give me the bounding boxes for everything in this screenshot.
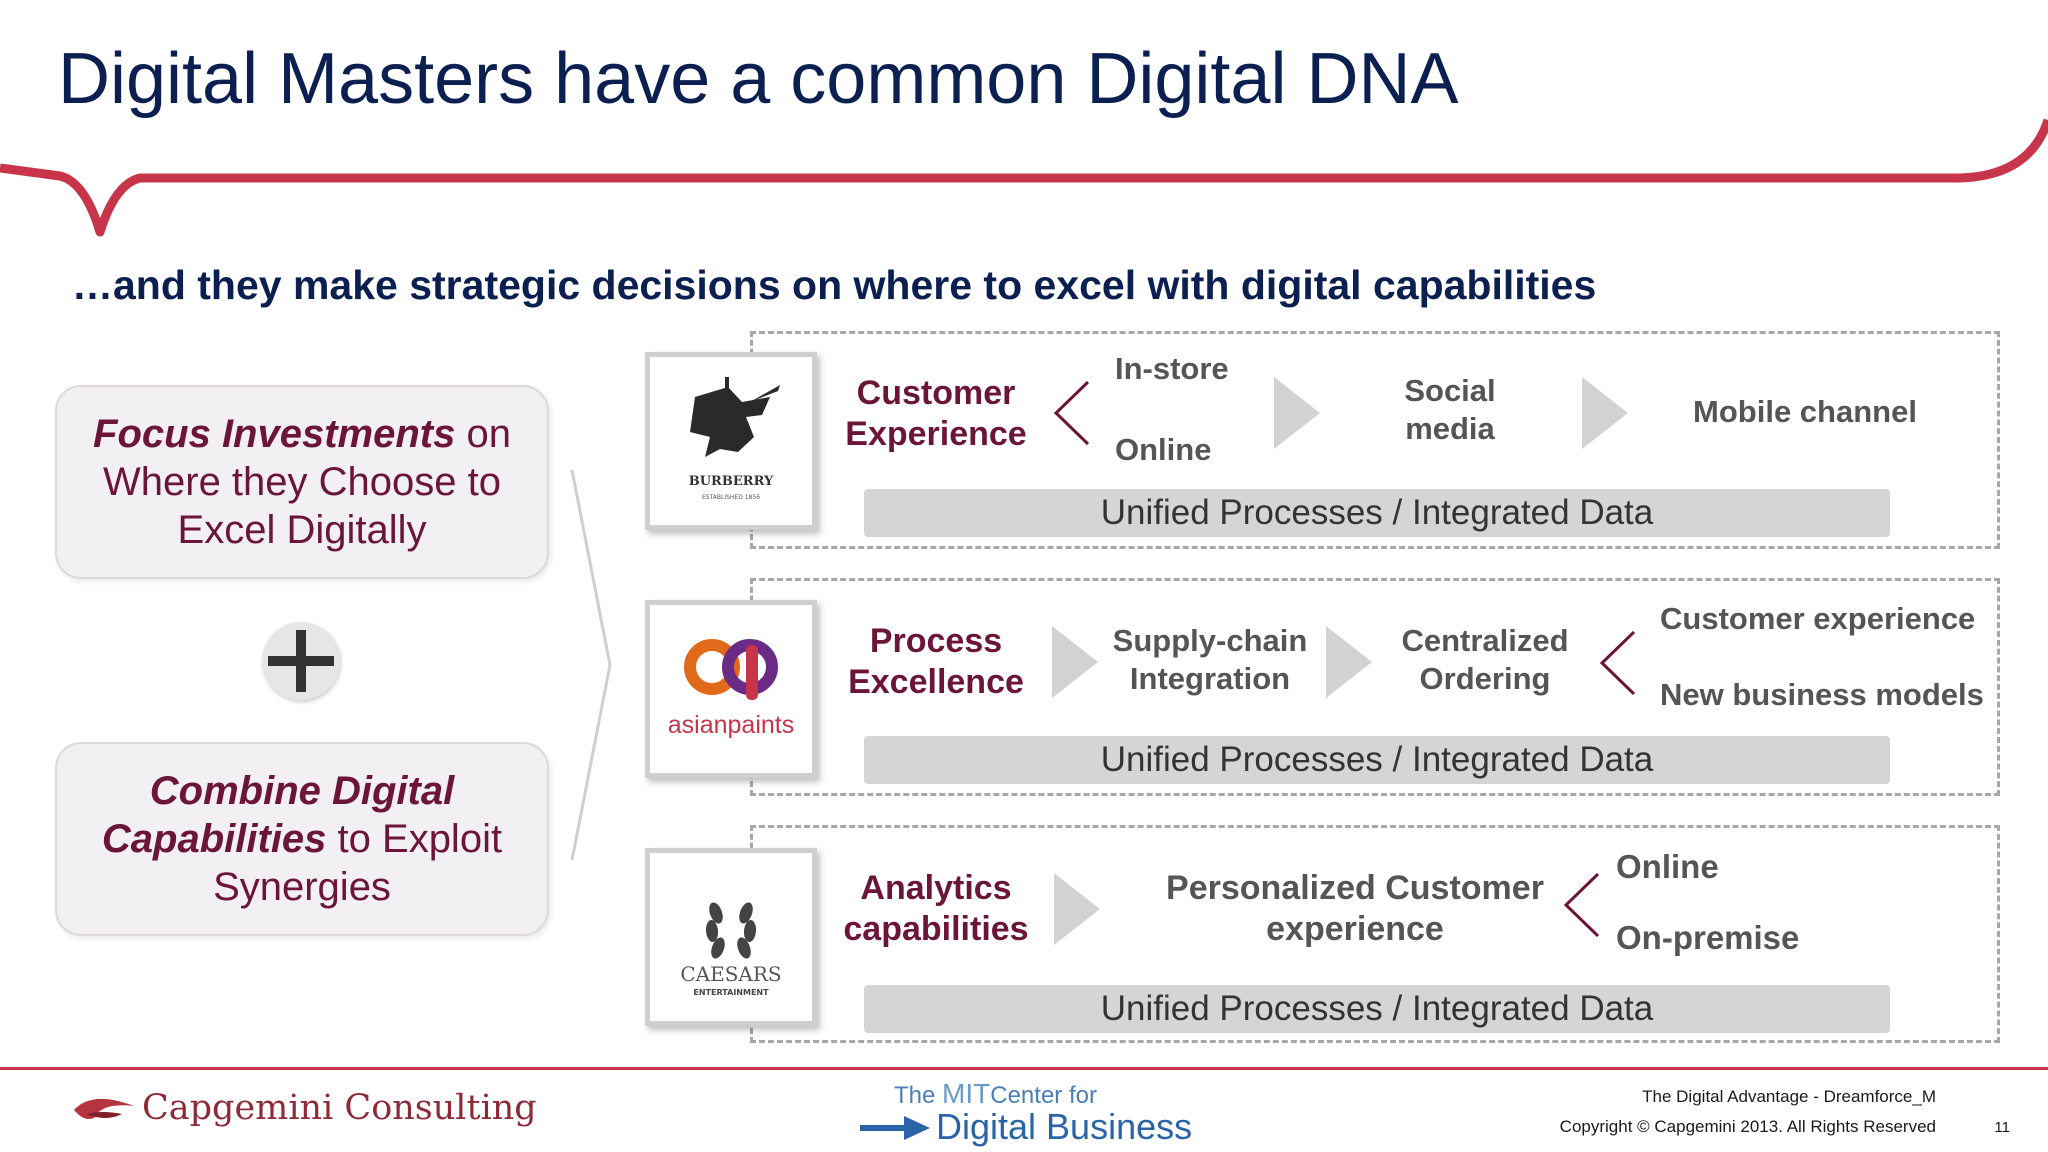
focus-investments-box: Focus Investments on Where they Choose t… [55, 385, 549, 579]
step-supply-chain: Supply-chain Integration [1112, 623, 1308, 696]
step-centralized-ordering: Centralized Ordering [1401, 623, 1569, 696]
category-customer-experience: Customer Experience [845, 374, 1027, 453]
capgemini-logo: Capgemini Consulting [72, 1088, 537, 1128]
focus-rest: on Where they Choose to Excel Digitally [103, 412, 511, 552]
burberry-wordmark: BURBERRY [689, 474, 774, 489]
mit-cdb-logo: The MITCenter for Digital Business [860, 1078, 1200, 1150]
step-mobile-channel: Mobile channel [1693, 394, 1917, 429]
category-process-excellence: Process Excellence [848, 622, 1024, 701]
header-swoosh [0, 118, 2048, 237]
unified-processes-bar: Unified Processes / Integrated Data [864, 489, 1890, 537]
step-social-media: Social media [1404, 373, 1496, 446]
plus-icon [262, 622, 340, 700]
step-new-business-models: New business models [1660, 677, 1984, 712]
step-online: Online [1115, 432, 1212, 467]
step-personalized-cx: Personalized Customer experience [1166, 869, 1544, 948]
capgemini-spade-icon [74, 1098, 134, 1119]
combine-emphasis: Combine Digital Capabilities [101, 769, 455, 861]
mit-digital-business: Digital Business [936, 1106, 1193, 1147]
step-on-premise: On-premise [1616, 919, 1800, 956]
combine-rest: to Exploit Synergies [213, 817, 503, 909]
burberry-logo: BURBERRY ESTABLISHED 1856 [645, 352, 817, 530]
caesars-logo: CAESARS ENTERTAINMENT [645, 848, 817, 1026]
footer-deck-name: The Digital Advantage - Dreamforce_M [1642, 1087, 1936, 1106]
arrow-icon [1326, 626, 1372, 698]
arrow-icon [1052, 626, 1098, 698]
footer-divider [0, 1067, 2048, 1070]
bracket-icon [1599, 630, 1636, 696]
focus-emphasis: Focus Investments [93, 412, 456, 456]
connector-arrow [570, 470, 612, 860]
unified-processes-bar: Unified Processes / Integrated Data [864, 985, 1890, 1033]
burberry-sub: ESTABLISHED 1856 [702, 494, 760, 501]
caesars-sub: ENTERTAINMENT [693, 988, 769, 997]
slide-subtitle: …and they make strategic decisions on wh… [72, 262, 1597, 308]
footer-copyright: Copyright © Capgemini 2013. All Rights R… [1559, 1117, 1936, 1136]
step-online-analytics: Online [1616, 848, 1719, 885]
asianpaints-wordmark: asianpaints [668, 711, 794, 739]
step-in-store: In-store [1115, 351, 1229, 386]
caesars-wordmark: CAESARS [680, 962, 781, 986]
step-customer-experience: Customer experience [1660, 601, 1976, 636]
capgemini-wordmark: Capgemini Consulting [142, 1088, 537, 1128]
arrow-icon [1582, 377, 1628, 449]
slide-title: Digital Masters have a common Digital DN… [58, 39, 1459, 119]
asianpaints-logo: asianpaints [645, 600, 817, 778]
page-number: 11 [1994, 1119, 2010, 1136]
mit-arrow-icon [860, 1116, 930, 1140]
bracket-icon [1053, 380, 1090, 446]
arrow-icon [1054, 873, 1100, 945]
unified-processes-bar: Unified Processes / Integrated Data [864, 736, 1890, 784]
bracket-icon [1563, 872, 1600, 938]
mit-center: Center for [990, 1082, 1097, 1109]
mit-name: MIT [942, 1078, 991, 1109]
mit-the: The [894, 1082, 936, 1109]
combine-capabilities-box: Combine Digital Capabilities to Exploit … [55, 742, 549, 936]
category-analytics: Analytics capabilities [843, 869, 1029, 948]
arrow-icon [1274, 377, 1320, 449]
